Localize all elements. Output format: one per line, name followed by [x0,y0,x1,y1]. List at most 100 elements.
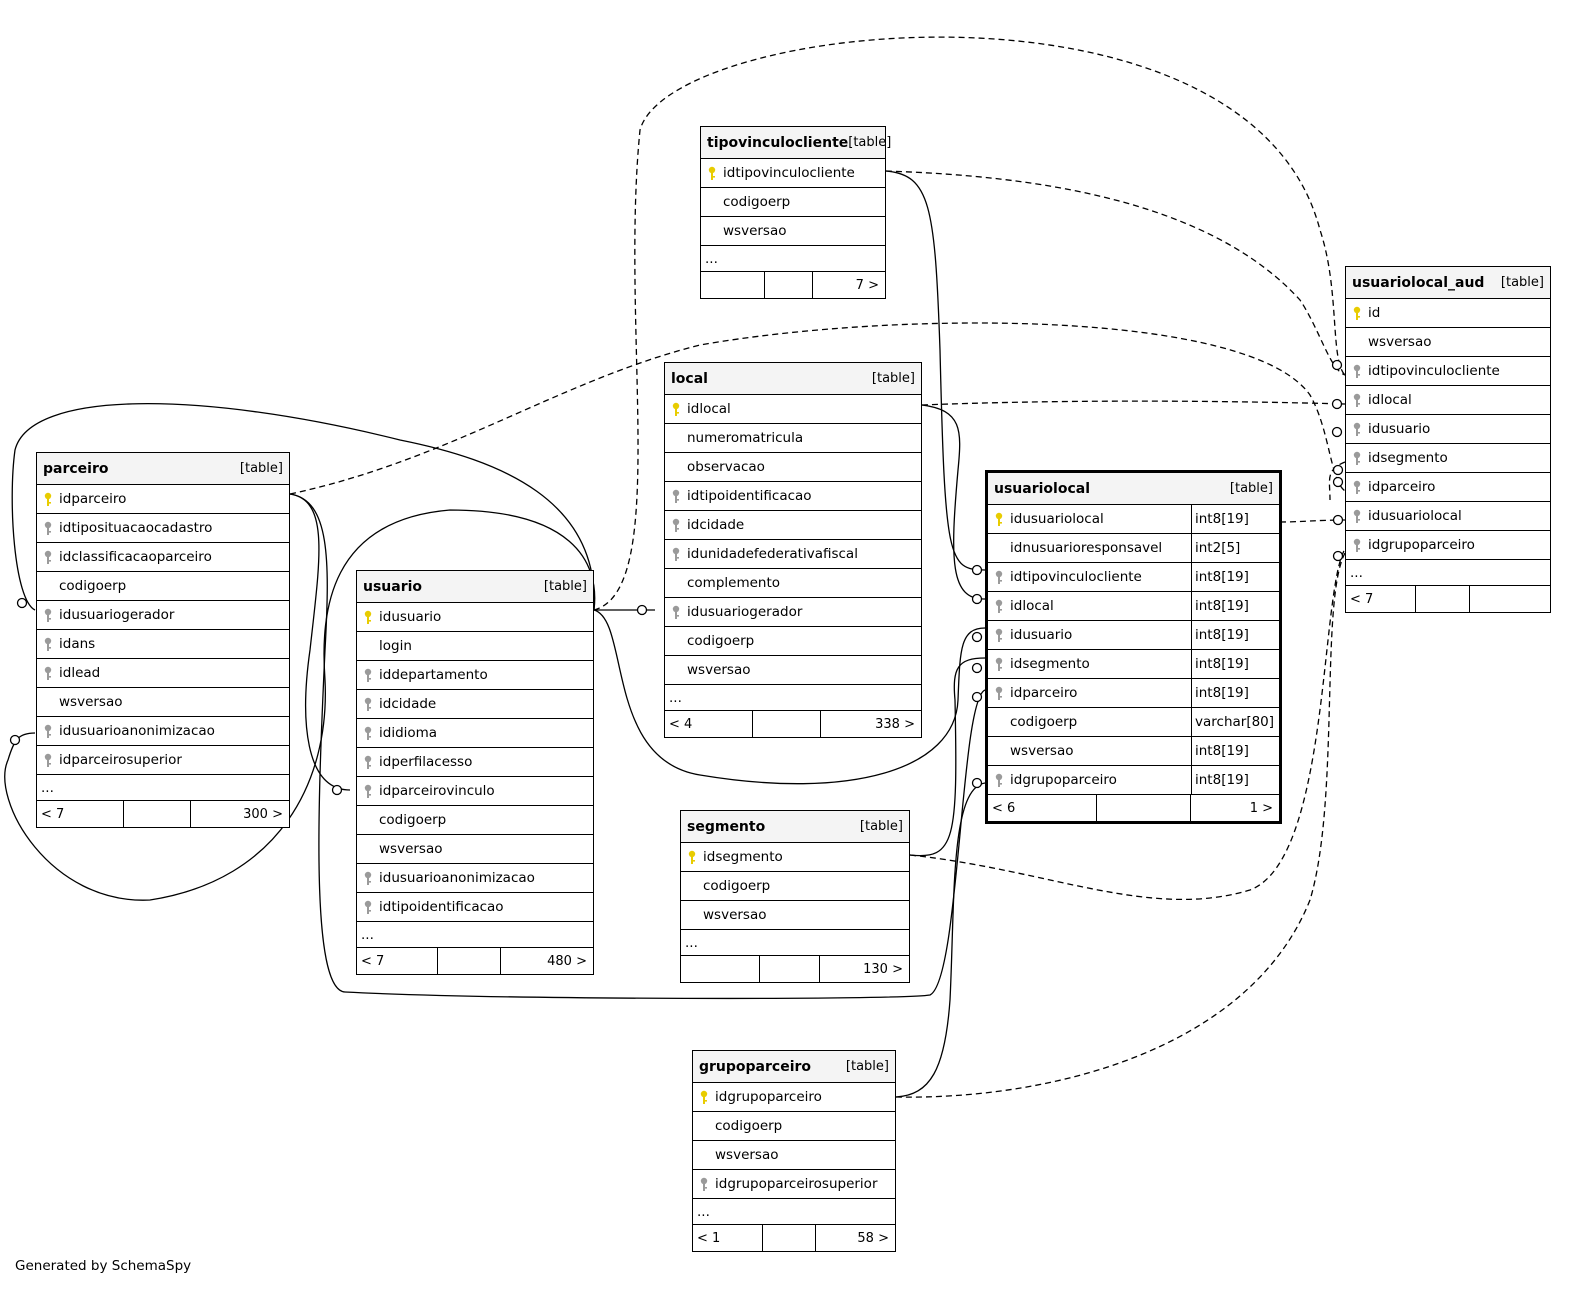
column-type: int8[19] [1191,650,1279,678]
more-columns-row: ... [1346,560,1550,586]
table-header: usuario [table] [357,571,593,603]
column-row[interactable]: idparceirosuperior [37,746,289,775]
column-name: idcidade [379,696,437,712]
column-row[interactable]: idusuario [357,603,593,632]
column-row[interactable]: wsversao [681,901,909,930]
rel-parceiro-usuariolocal [289,493,986,1000]
table-name: local [671,370,708,387]
more-columns-row: ... [37,775,289,801]
column-name: wsversao [687,662,751,678]
table-header: usuariolocal [table] [988,473,1279,505]
column-row[interactable]: idtipoidentificacao [665,482,921,511]
column-row[interactable]: codigoerp [357,806,593,835]
column-row[interactable]: idcidade [665,511,921,540]
column-row[interactable]: wsversao [357,835,593,864]
column-row[interactable]: idtipovinculocliente [701,159,885,188]
column-row[interactable]: idperfilacesso [357,748,593,777]
column-name: idgrupoparceiro [715,1089,822,1105]
column-row[interactable]: idgrupoparceiro [693,1083,895,1112]
foreign-key-icon [988,570,1010,585]
column-row[interactable]: idsegmento [1346,444,1550,473]
column-name: idcidade [687,517,745,533]
column-row[interactable]: codigoerp [693,1112,895,1141]
column-row[interactable]: idtipoidentificacao [357,893,593,922]
column-row[interactable]: idlocal [1346,386,1550,415]
column-row[interactable]: ididioma [357,719,593,748]
column-row[interactable]: idusuariolocal [1346,502,1550,531]
column-row[interactable]: iddepartamento [357,661,593,690]
column-row[interactable]: login [357,632,593,661]
column-row[interactable]: idgrupoparceirosuperior [693,1170,895,1199]
column-row[interactable]: codigoerp [37,572,289,601]
column-row[interactable]: idclassificacaoparceiro [37,543,289,572]
column-row[interactable]: idlead [37,659,289,688]
column-row[interactable]: wsversao [37,688,289,717]
column-row[interactable]: idusuarioanonimizacao [37,717,289,746]
column-row[interactable]: codigoerp [681,872,909,901]
column-name: wsversao [379,841,443,857]
column-row[interactable]: numeromatricula [665,424,921,453]
column-row[interactable]: idusuarioanonimizacao [357,864,593,893]
table-tipovinculocliente[interactable]: tipovinculocliente [table] idtipovinculo… [700,126,891,299]
table-name: usuariolocal_aud [1352,274,1485,291]
column-row[interactable]: wsversao [701,217,885,246]
column-row[interactable]: codigoerp [701,188,885,217]
column-row[interactable]: idunidadefederativafiscal [665,540,921,569]
column-row[interactable]: idtipovinculocliente [1346,357,1550,386]
rel-tipovinculocliente-aud [885,170,1346,376]
column-name: idtipovinculocliente [723,165,855,181]
foreign-key-icon [1346,422,1368,437]
foreign-key-icon [693,1177,715,1192]
column-row[interactable]: idans [37,630,289,659]
column-name: codigoerp [1010,714,1078,730]
column-name: codigoerp [703,878,771,894]
column-row[interactable]: id [1346,299,1550,328]
column-row[interactable]: wsversao [665,656,921,685]
column-row[interactable]: observacao [665,453,921,482]
column-name: codigoerp [715,1118,783,1134]
column-row[interactable]: idparceiro [1346,473,1550,502]
footer-spacer [122,801,191,827]
foreign-key-icon [357,900,379,915]
primary-key-icon [681,850,703,865]
column-row[interactable]: idcidade [357,690,593,719]
column-row[interactable]: idtiposituacaocadastro [37,514,289,543]
column-type: int2[5] [1191,534,1279,562]
column-row[interactable]: idlocal [665,395,921,424]
column-row[interactable]: idusuariogerador [37,601,289,630]
column-name: idgrupoparceiro [1368,537,1475,553]
column-row[interactable]: wsversao [1346,328,1550,357]
column-row[interactable]: idusuario [1346,415,1550,444]
column-name: idparceiro [59,491,127,507]
table-name: usuario [363,578,423,595]
column-row[interactable]: wsversao [693,1141,895,1170]
column-row[interactable]: idsegmento [681,843,909,872]
column-row[interactable]: idparceirovinculo [357,777,593,806]
column-row[interactable]: complemento [665,569,921,598]
table-footer: 7 > [701,272,885,298]
column-row[interactable]: codigoerp [665,627,921,656]
column-row[interactable]: idgrupoparceiro [1346,531,1550,560]
column-row[interactable]: idparceiro [37,485,289,514]
column-row[interactable]: idusuariogerador [665,598,921,627]
column-name: idtipovinculocliente [1010,569,1142,585]
